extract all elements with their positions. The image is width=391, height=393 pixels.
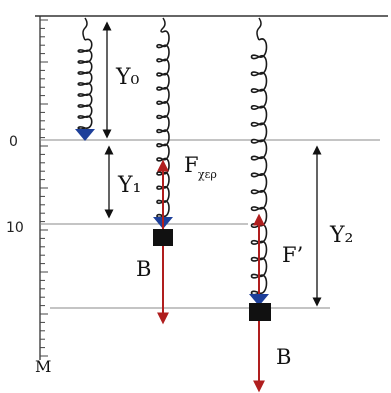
spring-equilibrium <box>156 17 170 219</box>
spring-coil <box>156 30 170 219</box>
mass-block-2 <box>249 303 271 321</box>
force-prime-label: F’ <box>282 243 303 267</box>
y1-label: Y₁ <box>117 173 141 198</box>
spring-hook <box>82 17 88 41</box>
weight-label-2: B <box>276 345 291 369</box>
spring-unloaded <box>77 17 93 130</box>
spring-hook <box>160 17 166 33</box>
spring-hook <box>256 17 262 41</box>
restoring-force-label: F <box>184 153 199 177</box>
restoring-force-subscript: χερ <box>198 168 217 181</box>
spring-end-marker-1 <box>75 129 95 141</box>
scale-ticks <box>40 19 48 357</box>
scale-label-ten: 10 <box>6 220 24 236</box>
measuring-scale: 0 10 M <box>6 16 51 376</box>
y2-label: Y₂ <box>329 223 353 248</box>
mass-block-1 <box>153 229 173 246</box>
weight-label-1: B <box>136 257 151 281</box>
scale-label-zero: 0 <box>9 134 18 150</box>
y0-label: Y₀ <box>115 65 140 90</box>
scale-label-m: M <box>35 357 51 376</box>
spring-end-marker-3 <box>249 294 269 306</box>
spring-coil <box>77 38 93 130</box>
